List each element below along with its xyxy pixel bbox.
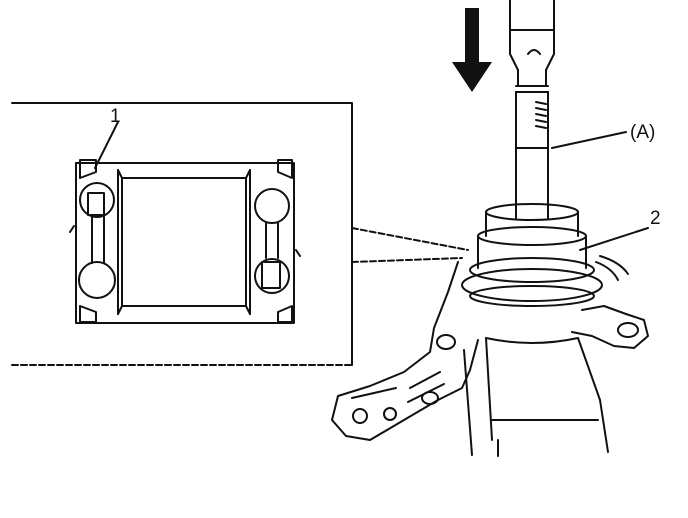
wheel-bearing-part-2 bbox=[461, 203, 649, 307]
support-fixture bbox=[463, 337, 609, 457]
bearing-detail-view bbox=[69, 121, 301, 324]
callout-part-2: 2 bbox=[650, 208, 661, 229]
press-direction-arrow bbox=[452, 8, 492, 92]
detail-inset-frame bbox=[11, 102, 469, 366]
steering-knuckle bbox=[331, 261, 649, 441]
callout-part-1: 1 bbox=[110, 106, 121, 127]
installer-tool-a bbox=[509, 0, 627, 219]
callout-tool-a: (A) bbox=[630, 122, 655, 143]
